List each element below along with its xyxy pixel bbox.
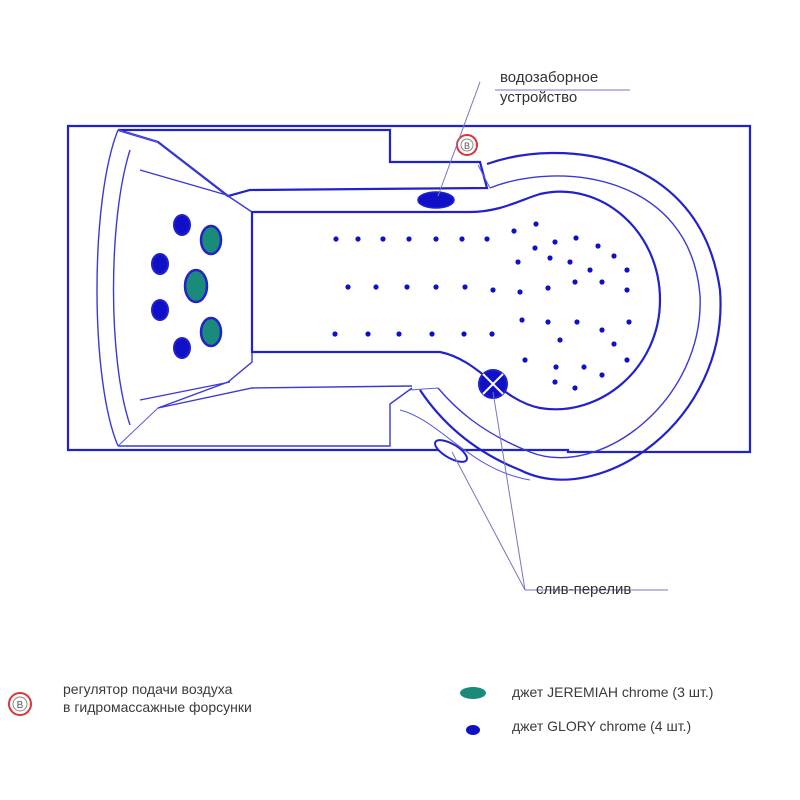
air-jet-dot [373, 284, 379, 290]
air-jet-dot [462, 284, 468, 290]
glory-jet-icon [173, 214, 191, 236]
air-jet-dot [581, 364, 587, 370]
air-jet-dot [522, 357, 528, 363]
air-jet-dot [573, 235, 579, 241]
air-jet-dot [587, 267, 593, 273]
air-jet-dot [624, 357, 630, 363]
jeremiah-jet-icon [199, 224, 223, 256]
air-jet-dot [461, 331, 467, 337]
drain-label: слив-перелив [536, 581, 631, 598]
air-jet-dot [574, 319, 580, 325]
air-jet-dot [519, 317, 525, 323]
air-jet-dot [599, 372, 605, 378]
legend-regulator-icon: B [8, 692, 32, 716]
air-jet-dot [533, 221, 539, 227]
air-jet-dot [545, 319, 551, 325]
legend-glory-icon [466, 725, 480, 735]
intake-label-line1: водозаборное [500, 69, 598, 86]
leader-lines [437, 81, 668, 591]
legend-regulator-line1: регулятор подачи воздуха [63, 681, 233, 697]
air-jet-dot [511, 228, 517, 234]
air-jet-dot [515, 259, 521, 265]
inner-basin [250, 190, 662, 411]
air-jet-dot [332, 331, 338, 337]
air-jet-dot [553, 364, 559, 370]
air-jet-dot [624, 287, 630, 293]
glory-jet-icon [151, 253, 169, 275]
headrest-section [96, 128, 489, 447]
air-jet-dot [624, 267, 630, 273]
air-jet-dot [572, 385, 578, 391]
glory-jet-icon [173, 337, 191, 359]
legend-glory-label: джет GLORY chrome (4 шт.) [512, 718, 691, 734]
air-jet-dot [404, 284, 410, 290]
air-jet-dot [380, 236, 386, 242]
air-jet-dot [333, 236, 339, 242]
air-regulator-icon: B [456, 134, 478, 156]
air-jet-dot [599, 279, 605, 285]
air-jets-group [332, 221, 632, 391]
air-jet-dot [532, 245, 538, 251]
water-intake-icon [417, 191, 455, 209]
air-jet-dot [365, 331, 371, 337]
regulator-symbol: B [464, 141, 470, 151]
air-jet-dot [611, 253, 617, 259]
jeremiah-jet-icon [183, 268, 209, 304]
legend-jeremiah-label: джет JEREMIAH chrome (3 шт.) [512, 684, 713, 700]
air-jet-dot [572, 279, 578, 285]
air-jet-dot [547, 255, 553, 261]
drain-icon [478, 369, 508, 399]
air-jet-dot [406, 236, 412, 242]
air-jet-dot [599, 327, 605, 333]
air-jet-dot [484, 236, 490, 242]
air-jet-dot [355, 236, 361, 242]
air-jet-dot [429, 331, 435, 337]
air-jet-dot [433, 284, 439, 290]
legend-regulator-line2: в гидромассажные форсунки [63, 699, 252, 715]
air-jet-dot [396, 331, 402, 337]
legend-jeremiah-icon [460, 687, 486, 699]
legend-regulator-symbol: B [17, 700, 24, 711]
legend: B регулятор подачи воздуха в гидромассаж… [8, 681, 713, 735]
air-jet-dot [552, 379, 558, 385]
glory-jet-icon [151, 299, 169, 321]
air-jet-dot [557, 337, 563, 343]
jeremiah-jet-icon [199, 316, 223, 348]
air-jet-dot [489, 331, 495, 337]
air-jet-dot [490, 287, 496, 293]
air-jet-dot [433, 236, 439, 242]
tub-curved-shell [399, 151, 722, 481]
headrest-jets [151, 214, 223, 359]
air-jet-dot [626, 319, 632, 325]
air-jet-dot [567, 259, 573, 265]
air-jet-dot [545, 285, 551, 291]
air-jet-dot [552, 239, 558, 245]
intake-label-line2: устройство [500, 89, 577, 106]
air-jet-dot [517, 289, 523, 295]
air-jet-dot [595, 243, 601, 249]
overflow-icon [434, 439, 468, 463]
air-jet-dot [345, 284, 351, 290]
bathtub-outer-rim [66, 124, 752, 454]
air-jet-dot [459, 236, 465, 242]
air-jet-dot [611, 341, 617, 347]
